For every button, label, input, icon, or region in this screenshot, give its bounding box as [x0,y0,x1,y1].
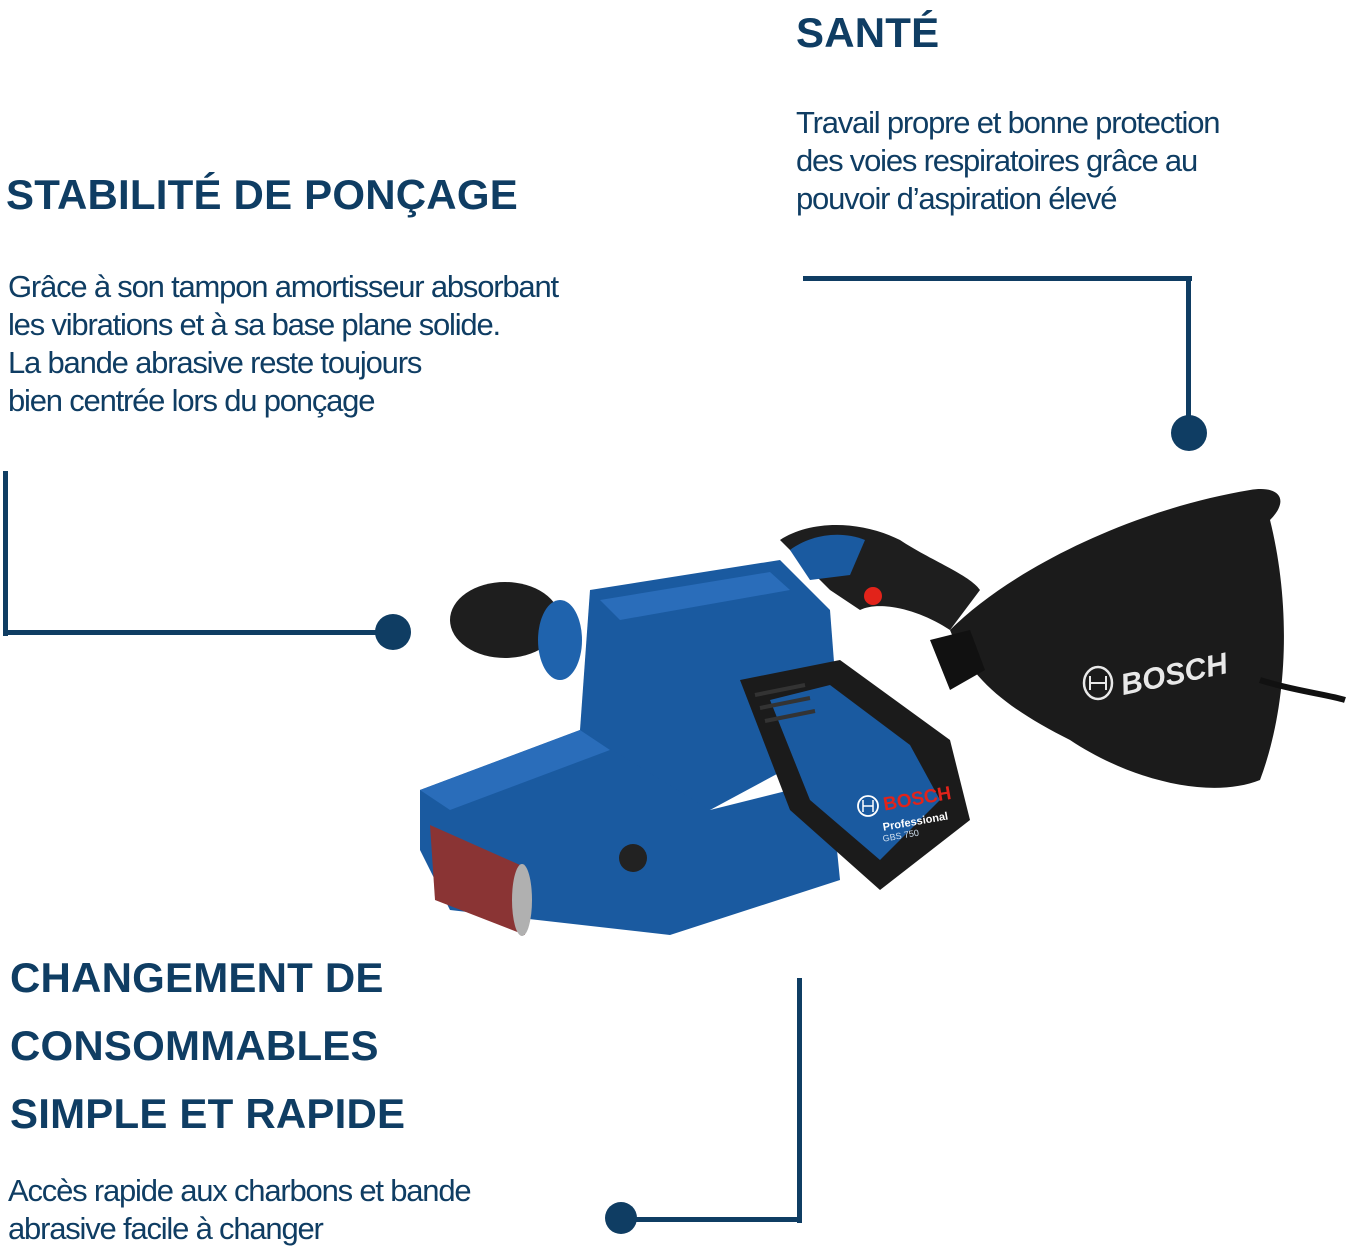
description-line: abrasive facile à changer [8,1211,324,1246]
feature-title-changement: CHANGEMENT DE CONSOMMABLES SIMPLE ET RAP… [10,944,405,1148]
callout-line-sante-vertical [1186,276,1191,426]
cover-bosch-logo-icon [857,795,879,817]
feature-title-stabilite: STABILITÉ DE PONÇAGE [6,171,518,218]
callout-line-changement-horizontal [622,1217,802,1222]
feature-description-sante: Travail propre et bonne protection des v… [796,104,1336,218]
callout-line-sante-horizontal [803,276,1192,281]
callout-dot-changement [605,1202,637,1234]
lock-on-button [864,587,882,605]
callout-line-stabilite-vertical [3,471,8,636]
callout-dot-stabilite [375,614,411,650]
callout-line-changement-vertical [797,978,802,1223]
tracking-adjust-knob [619,844,647,872]
description-line: des voies respiratoires grâce au [796,143,1198,178]
description-line: Accès rapide aux charbons et bande [8,1173,472,1208]
description-line: La bande abrasive reste toujours [8,345,422,380]
description-line: les vibrations et à sa base plane solide… [8,307,501,342]
description-line: bien centrée lors du ponçage [8,383,375,418]
callout-dot-sante [1171,415,1207,451]
feature-title-sante: SANTÉ [796,9,940,56]
feature-description-stabilite: Grâce à son tampon amortisseur absorbant… [8,268,668,420]
callout-line-stabilite-horizontal [3,630,388,635]
description-line: Grâce à son tampon amortisseur absorbant [8,269,559,304]
bag-bosch-logo-icon [1082,665,1114,701]
belt-sander-product-image: BOSCH [410,480,1346,960]
side-cover: BOSCH Professional GBS 750 [740,660,970,890]
title-line: CHANGEMENT DE [10,954,384,1001]
title-line: CONSOMMABLES [10,1022,379,1069]
feature-description-changement: Accès rapide aux charbons et bande abras… [8,1172,568,1248]
description-line: Travail propre et bonne protection [796,105,1221,140]
dust-bag: BOSCH [950,489,1346,788]
title-line: SIMPLE ET RAPIDE [10,1090,406,1137]
description-line: pouvoir d’aspiration élevé [796,181,1118,216]
